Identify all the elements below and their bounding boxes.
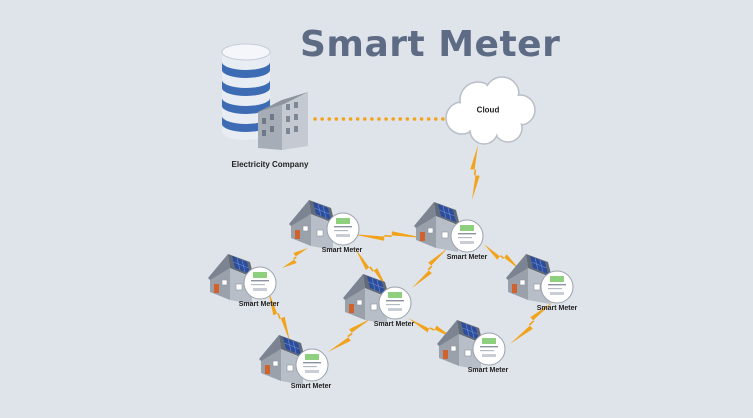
company-label: Electricity Company bbox=[231, 160, 309, 169]
meter-label-3: Smart Meter bbox=[238, 301, 280, 308]
house-node-6 bbox=[258, 334, 329, 386]
lightning-bolt-links bbox=[268, 145, 553, 352]
lightning-bolt-icon bbox=[352, 231, 424, 241]
company-building-icon bbox=[258, 92, 308, 150]
house-node-2 bbox=[413, 201, 484, 253]
meter-label-5: Smart Meter bbox=[536, 305, 578, 312]
house-node-4 bbox=[342, 273, 412, 325]
page-title: Smart Meter bbox=[300, 24, 561, 65]
lightning-bolt-icon bbox=[328, 318, 372, 352]
lightning-bolt-icon bbox=[484, 244, 520, 270]
cloud-icon bbox=[445, 76, 536, 145]
lightning-bolt-icon bbox=[355, 248, 388, 290]
meter-label-7: Smart Meter bbox=[467, 367, 509, 374]
lightning-bolt-icon bbox=[408, 318, 456, 340]
meter-label-4: Smart Meter bbox=[373, 321, 415, 328]
house-node-5 bbox=[505, 253, 574, 305]
meter-label-1: Smart Meter bbox=[321, 247, 363, 254]
meter-label-6: Smart Meter bbox=[290, 383, 332, 390]
meter-label-2: Smart Meter bbox=[446, 254, 488, 261]
cloud-label: Cloud bbox=[476, 105, 500, 115]
lightning-bolt-icon bbox=[510, 302, 553, 344]
lightning-bolt-icon bbox=[268, 290, 290, 342]
house-node-3 bbox=[207, 253, 277, 305]
lightning-bolt-icon bbox=[282, 248, 308, 268]
lightning-bolt-icon bbox=[412, 248, 448, 288]
house-node-7 bbox=[436, 319, 506, 371]
house-node-1 bbox=[288, 199, 360, 251]
lightning-bolt-icon bbox=[470, 145, 480, 200]
